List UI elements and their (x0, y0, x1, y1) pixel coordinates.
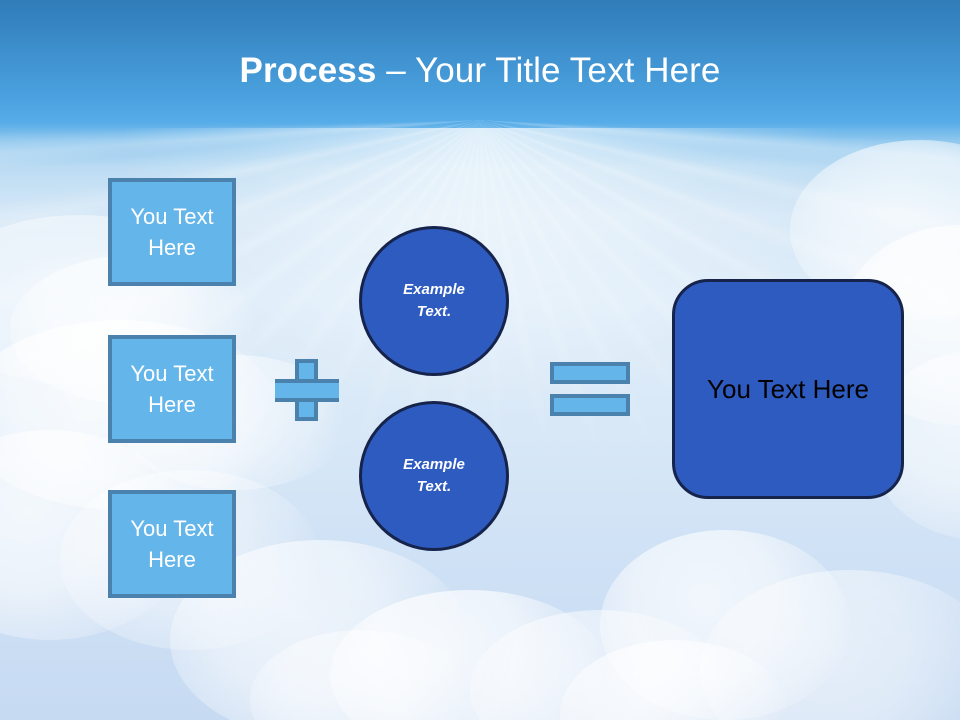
input-box-label: You Text Here (130, 516, 214, 572)
circle-label-line2: Text. (416, 303, 452, 320)
circle-label-line1: Example (403, 456, 465, 473)
equals-bottom-bar (550, 394, 630, 416)
equals-operator[interactable] (550, 362, 630, 416)
plus-operator[interactable] (275, 359, 339, 421)
title-banner: Process – Your Title Text Here (0, 0, 960, 128)
result-box-label: You Text Here (707, 373, 869, 404)
input-box-3[interactable]: You Text Here (108, 490, 236, 598)
page-title-strong: Process (239, 51, 377, 90)
plus-center-fill (299, 383, 314, 398)
input-box-label: You Text Here (130, 361, 214, 417)
result-box[interactable]: You Text Here (672, 279, 904, 499)
circle-label-line1: Example (403, 281, 465, 298)
circle-label-line2: Text. (416, 478, 452, 495)
input-box-1[interactable]: You Text Here (108, 178, 236, 286)
input-box-2[interactable]: You Text Here (108, 335, 236, 443)
input-box-label: You Text Here (130, 204, 214, 260)
page-title-rest: – Your Title Text Here (376, 51, 721, 90)
equals-top-bar (550, 362, 630, 384)
page-title: Process – Your Title Text Here (0, 47, 960, 95)
